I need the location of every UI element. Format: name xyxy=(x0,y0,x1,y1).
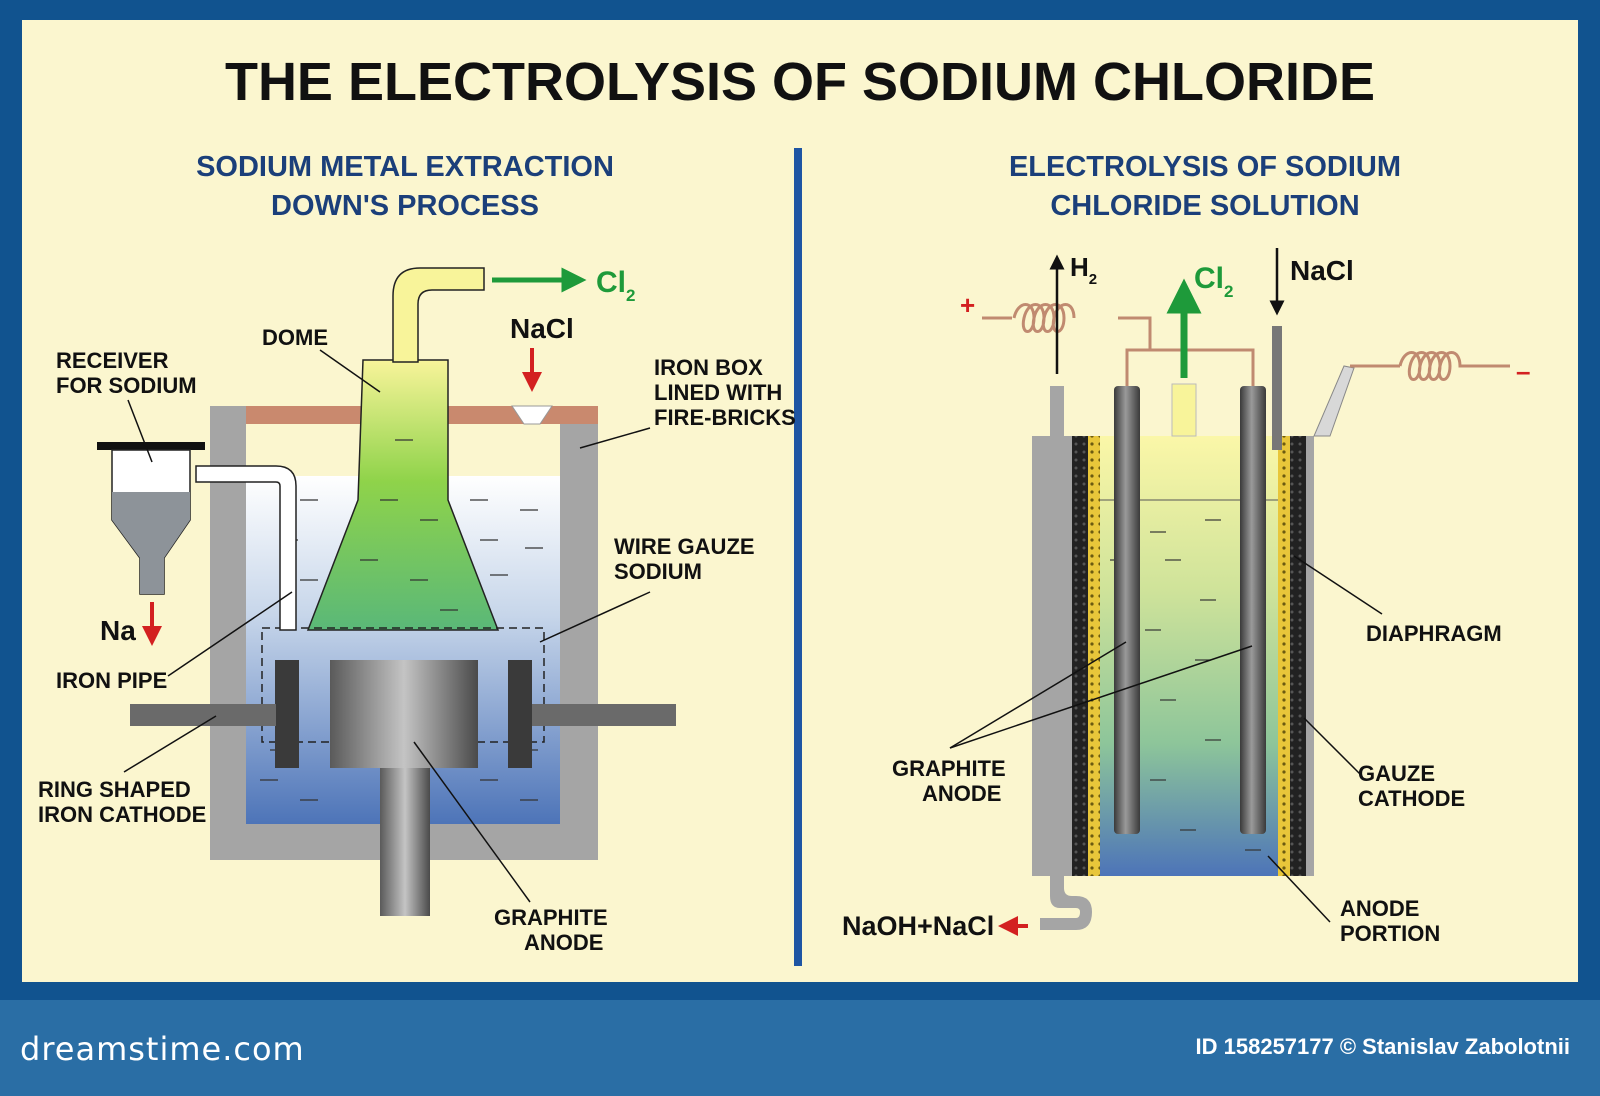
cathode-ring-right xyxy=(508,660,532,768)
label-plus: + xyxy=(960,290,975,320)
label-nacl-right: NaCl xyxy=(1290,255,1354,286)
label-graphite-anode-left-1: GRAPHITE xyxy=(494,905,608,930)
footer-logo[interactable]: dreamstime.com xyxy=(20,1030,305,1068)
receiver-cap xyxy=(97,442,205,450)
cathode-bar-left xyxy=(130,704,276,726)
label-cl2-right: Cl2 xyxy=(1194,262,1233,301)
cathode-bar-right xyxy=(532,704,676,726)
left-heading-line1: SODIUM METAL EXTRACTION xyxy=(196,151,614,183)
left-heading-line2: DOWN'S PROCESS xyxy=(271,190,539,222)
label-iron-box-1: IRON BOX xyxy=(654,355,763,380)
chlorine-outlet xyxy=(1171,383,1197,437)
footer-credit: ID 158257177 © Stanislav Zabolotnii xyxy=(1195,1034,1570,1059)
label-graphite-anode-right-2: ANODE xyxy=(922,781,1001,806)
diagram-canvas: THE ELECTROLYSIS OF SODIUM CHLORIDE SODI… xyxy=(38,52,1530,966)
label-receiver-2: FOR SODIUM xyxy=(56,373,197,398)
label-ring-cathode-1: RING SHAPED xyxy=(38,777,191,802)
label-naoh-nacl: NaOH+NaCl xyxy=(842,911,994,941)
right-black-liner xyxy=(1290,436,1306,876)
label-na: Na xyxy=(100,615,136,646)
dome-dashes xyxy=(360,439,458,611)
right-leader-lines xyxy=(949,555,1383,923)
dome xyxy=(306,359,500,631)
receiver-sodium-level xyxy=(112,492,190,594)
label-gauze-cathode-2: CATHODE xyxy=(1358,786,1465,811)
left-gauze xyxy=(1088,436,1100,876)
hydrogen-outlet xyxy=(1050,386,1064,436)
panel-divider xyxy=(794,148,802,966)
nacl-inlet-pipe xyxy=(1272,326,1282,450)
label-nacl-left: NaCl xyxy=(510,313,574,344)
anode-feed-wire xyxy=(1118,316,1152,350)
graphite-anode-rod-left xyxy=(1114,386,1140,834)
iron-pipe xyxy=(195,465,297,631)
left-leader-lines xyxy=(123,349,651,903)
label-graphite-anode-right-1: GRAPHITE xyxy=(892,756,1006,781)
cathode-ring-left xyxy=(275,660,299,768)
graphite-anode-rod-right xyxy=(1240,386,1266,834)
diaphragm-cell xyxy=(982,303,1510,930)
right-gauze xyxy=(1278,436,1290,876)
label-minus: – xyxy=(1516,356,1530,386)
right-heading-line2: CHLORIDE SOLUTION xyxy=(1050,190,1359,222)
label-h2: H2 xyxy=(1070,252,1097,288)
label-gauze-cathode-1: GAUZE xyxy=(1358,761,1435,786)
graphite-anode-block xyxy=(330,660,478,768)
label-wire-gauze-1: WIRE GAUZE xyxy=(614,534,755,559)
label-dome: DOME xyxy=(262,325,328,350)
label-anode-portion-2: PORTION xyxy=(1340,921,1440,946)
label-diaphragm: DIAPHRAGM xyxy=(1366,621,1502,646)
downs-cell xyxy=(97,267,676,916)
label-ring-cathode-2: IRON CATHODE xyxy=(38,802,206,827)
negative-coil xyxy=(1398,351,1510,381)
label-iron-box-3: FIRE-BRICKS xyxy=(654,405,796,430)
graphite-anode-stem xyxy=(380,768,430,916)
right-heading-line1: ELECTROLYSIS OF SODIUM xyxy=(1009,151,1401,183)
label-iron-pipe: IRON PIPE xyxy=(56,668,167,693)
page-title: THE ELECTROLYSIS OF SODIUM CHLORIDE xyxy=(225,52,1375,112)
label-graphite-anode-left-2: ANODE xyxy=(524,930,603,955)
anode-connector-wire xyxy=(1125,348,1255,386)
label-iron-box-2: LINED WITH xyxy=(654,380,782,405)
positive-coil xyxy=(1012,303,1076,333)
label-wire-gauze-2: SODIUM xyxy=(614,559,702,584)
label-cl2-left: Cl2 xyxy=(596,266,635,305)
label-anode-portion-1: ANODE xyxy=(1340,896,1419,921)
nacl-inlet-funnel xyxy=(511,405,553,425)
label-receiver-1: RECEIVER xyxy=(56,348,169,373)
left-black-liner xyxy=(1072,436,1088,876)
naoh-outlet-pipe xyxy=(1040,876,1092,930)
chlorine-outlet-pipe xyxy=(392,267,485,363)
footer-bar xyxy=(0,1000,1600,1096)
cathode-lead xyxy=(1313,365,1355,437)
